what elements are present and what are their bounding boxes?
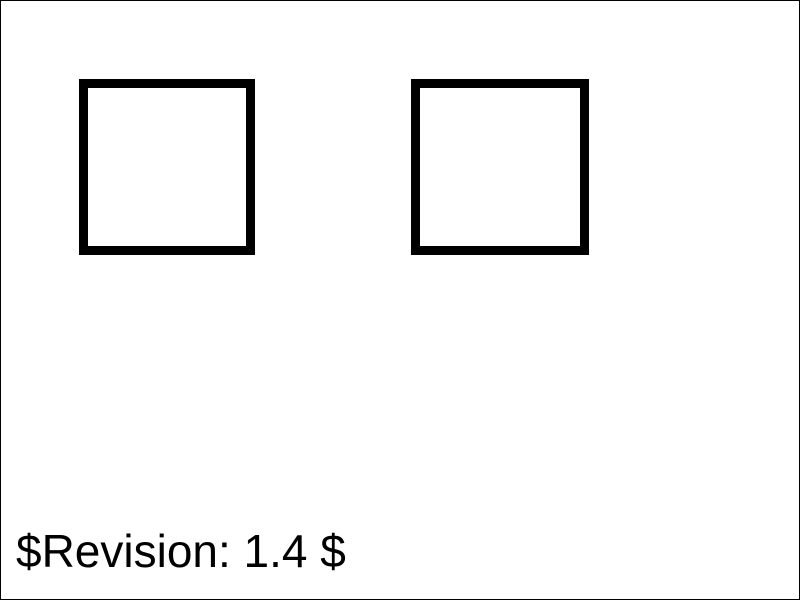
left-square (79, 79, 255, 255)
revision-label: $Revision: 1.4 $ (16, 525, 346, 577)
right-square (411, 79, 589, 255)
